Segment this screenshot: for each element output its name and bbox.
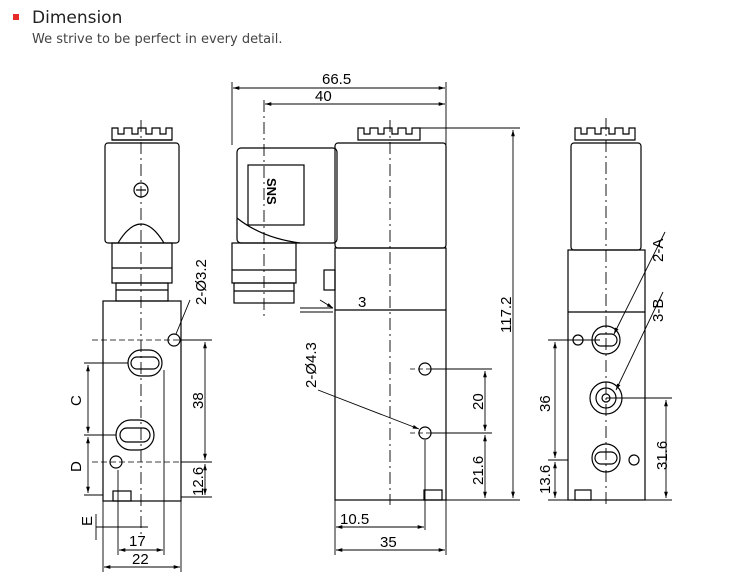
front-view (92, 120, 190, 535)
rear-dimensions (548, 231, 672, 501)
front-port-lower (115, 419, 155, 451)
side-dim-35: 35 (380, 534, 397, 551)
side-coil-logo: SNS (264, 178, 279, 205)
front-port-e-label: E (79, 516, 96, 526)
page-subtitle: We strive to be perfect in every detail. (32, 32, 283, 47)
front-port-d-label: D (68, 461, 85, 472)
rear-dim-13-6: 13.6 (537, 465, 554, 494)
page-title: Dimension (32, 8, 123, 28)
front-dim-17: 17 (129, 533, 146, 550)
front-dim-22: 22 (132, 551, 149, 568)
rear-port-2a-label: 2-A (650, 239, 667, 262)
side-dim-10-5: 10.5 (340, 511, 369, 528)
side-dimensions (231, 82, 520, 555)
front-hole-label: 2-Ø3.2 (193, 259, 210, 305)
side-plug-housing (236, 147, 338, 244)
red-bullet-icon (13, 14, 19, 20)
side-dim-40: 40 (315, 88, 332, 105)
side-coil-cap (357, 127, 421, 141)
side-coil-logo-text: SNS (264, 178, 279, 205)
side-valve-body (334, 247, 447, 501)
rear-mount-hole-lower (628, 454, 640, 466)
side-dim-20: 20 (470, 393, 487, 410)
front-dim-12-6: 12.6 (190, 467, 207, 496)
rear-dim-36: 36 (537, 395, 554, 412)
side-dim-3: 3 (358, 294, 366, 311)
page-header: Dimension We strive to be perfect in eve… (0, 0, 750, 60)
front-port-c-label: C (68, 395, 85, 406)
side-hole-label: 2-Ø4.3 (303, 342, 320, 388)
side-dim-117-2: 117.2 (498, 297, 515, 333)
rear-valve-body (567, 249, 646, 501)
front-port-upper (127, 349, 163, 377)
rear-port-3b-label: 3-B (650, 299, 667, 322)
side-plug-label-panel (247, 164, 305, 226)
rear-dim-31-6: 31.6 (654, 441, 671, 470)
side-view (231, 100, 447, 505)
front-coil-body (104, 142, 180, 244)
side-dim-66-5: 66.5 (322, 71, 351, 88)
front-dimensions (84, 299, 212, 572)
side-coil-body (334, 142, 447, 249)
rear-coil-cap (574, 127, 636, 141)
front-valve-body (102, 300, 182, 502)
front-dim-38: 38 (190, 392, 207, 409)
rear-view (567, 118, 646, 505)
side-dim-21-6: 21.6 (470, 456, 487, 485)
front-connector-cap (111, 127, 173, 141)
